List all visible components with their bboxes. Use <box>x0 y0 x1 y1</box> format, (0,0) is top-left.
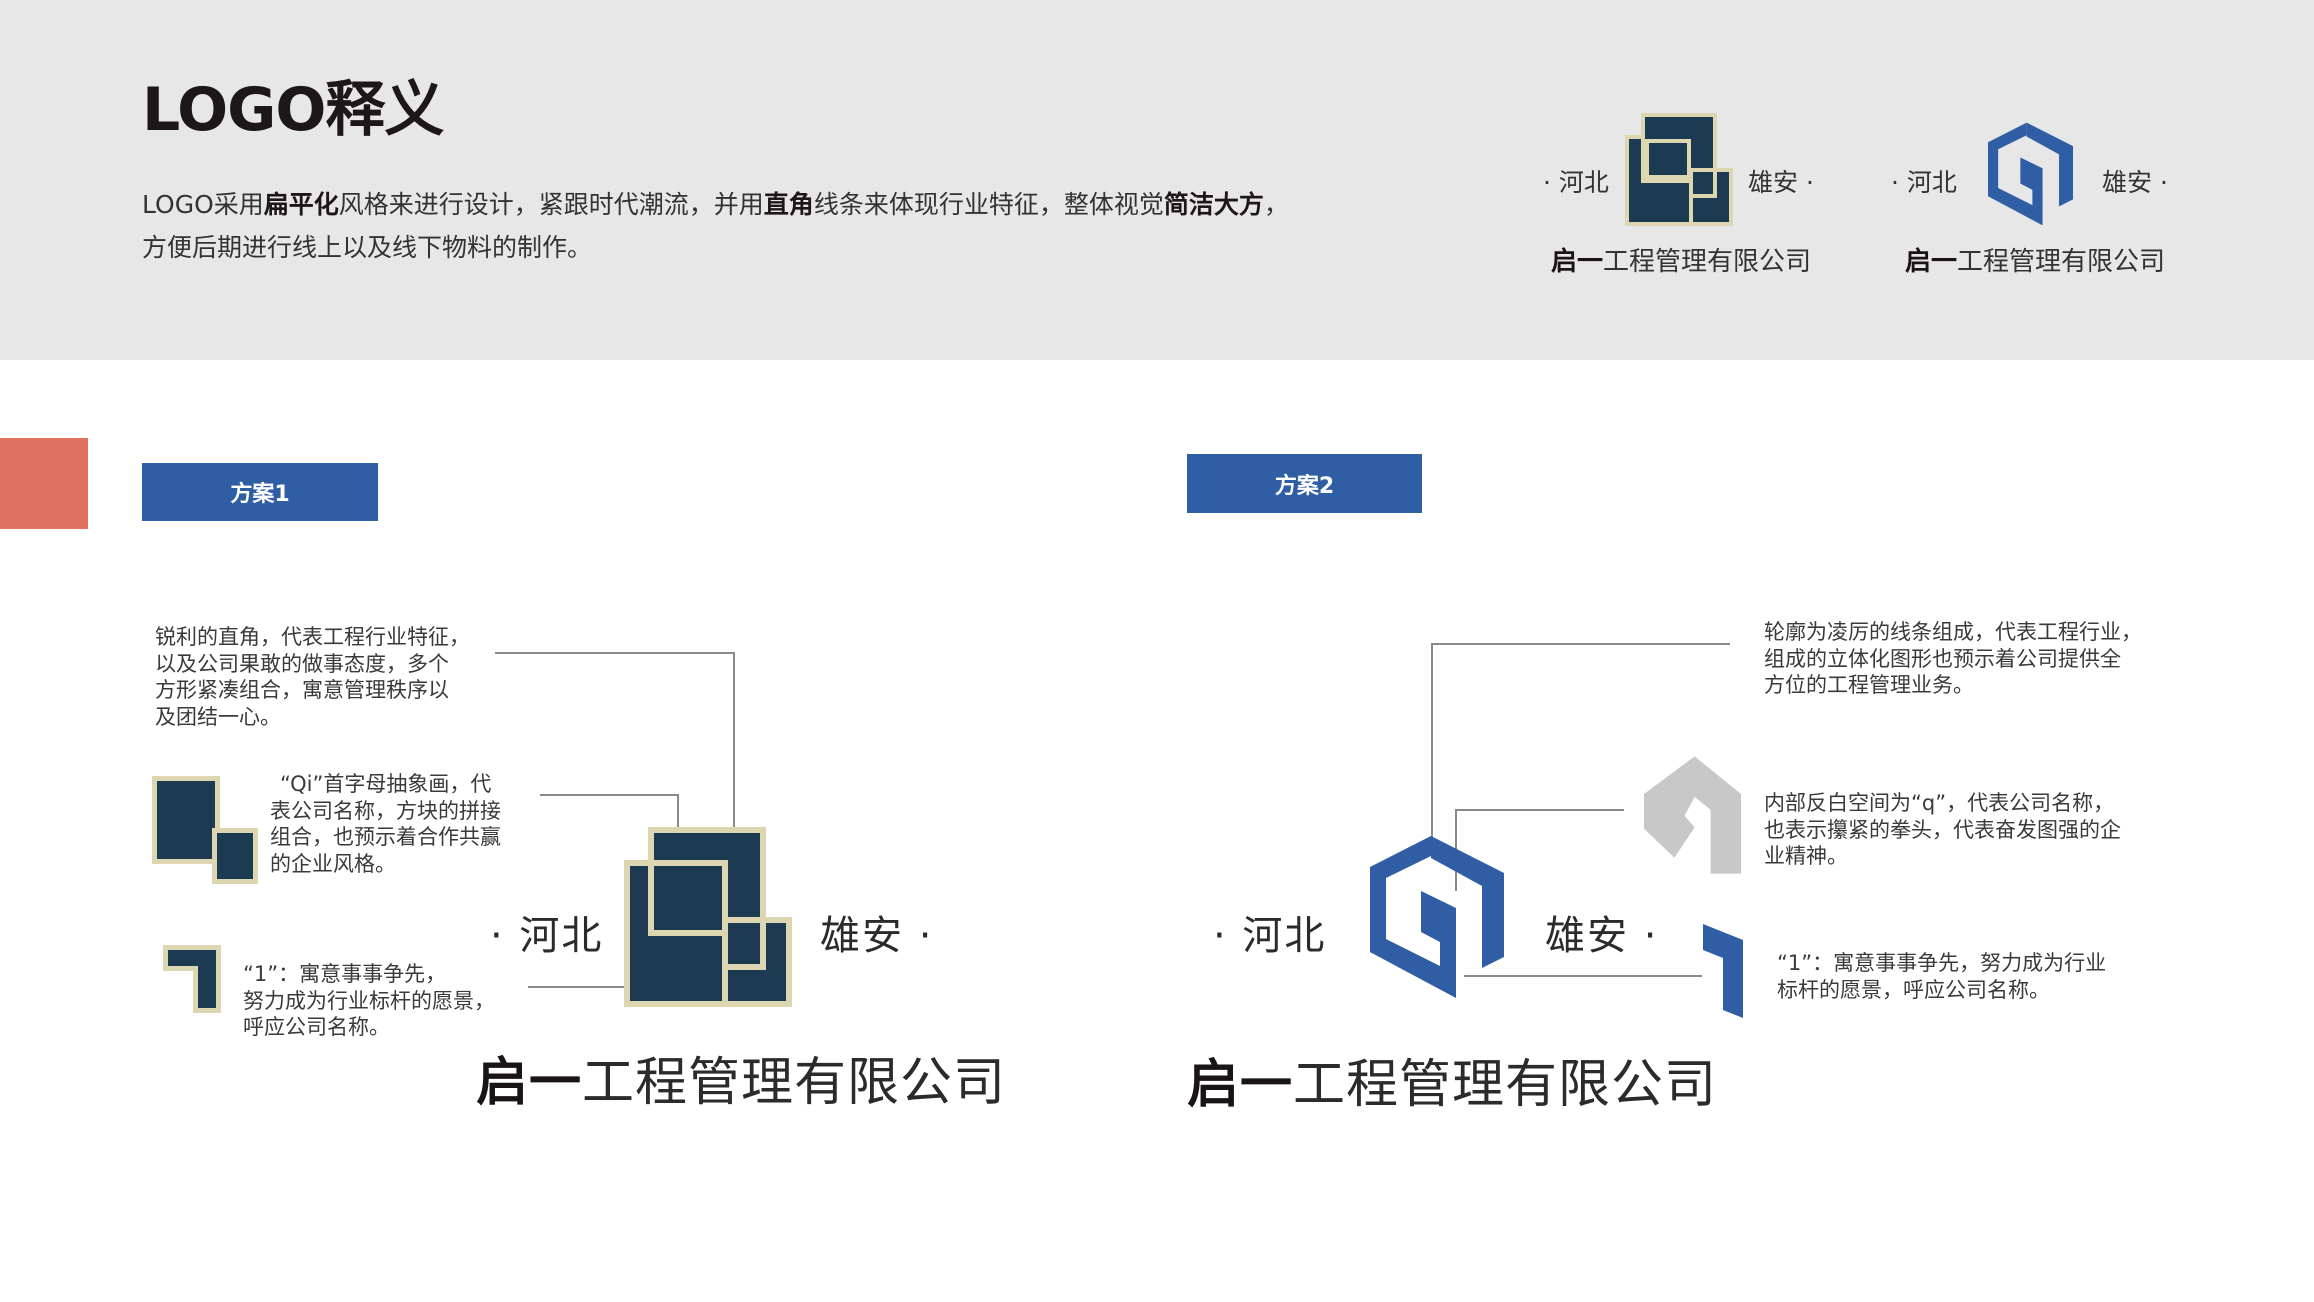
intro-emphasis: 扁平化 <box>263 190 339 219</box>
preview-company-name: 启一工程管理有限公司 <box>1905 241 2165 278</box>
scheme1-right-label: 雄安 · <box>820 913 934 959</box>
note-line: 业精神。 <box>1764 844 1848 868</box>
ghost-q-icon <box>1644 756 1741 874</box>
company-name-rest: 工程管理有限公司 <box>1957 247 2166 277</box>
leader-line <box>495 652 735 654</box>
company-name-rest: 工程管理有限公司 <box>582 1053 1007 1113</box>
header-band <box>0 0 2314 360</box>
scheme1-note-corners: 锐利的直角，代表工程行业特征， 以及公司果敢的做事态度，多个 方形紧凑组合，寓意… <box>155 624 495 730</box>
leader-line <box>1432 643 1730 645</box>
leader-line <box>677 794 679 830</box>
note-line: 内部反白空间为“q”，代表公司名称， <box>1764 791 2115 815</box>
preview-company-name: 启一工程管理有限公司 <box>1551 241 1811 278</box>
note-line: 及团结一心。 <box>155 704 281 729</box>
leader-line <box>1464 975 1702 977</box>
company-name-bold: 启一 <box>1187 1055 1294 1115</box>
scheme1-note-one: “1”：寓意事事争先， 努力成为行业标杆的愿景， 呼应公司名称。 <box>243 961 543 1041</box>
note-line: 组合，也预示着合作共赢 <box>270 825 501 849</box>
preview-left-label: · 河北 <box>1891 168 1957 197</box>
note-line: 也表示攥紧的拳头，代表奋发图强的企 <box>1764 817 2121 842</box>
preview-right-label: 雄安 · <box>1748 168 1814 197</box>
note-line: 轮廓为凌厉的线条组成，代表工程行业， <box>1764 620 2142 644</box>
preview-right-label: 雄安 · <box>2102 168 2168 197</box>
preview-left-label: · 河北 <box>1543 168 1609 197</box>
leader-line <box>1456 809 1624 811</box>
scheme2-note-q: 内部反白空间为“q”，代表公司名称， 也表示攥紧的拳头，代表奋发图强的企 业精神… <box>1764 790 2184 870</box>
note-line: 方位的工程管理业务。 <box>1764 673 1974 697</box>
note-line: 以及公司果敢的做事态度，多个 <box>155 651 449 676</box>
intro-text: 风格来进行设计，紧跟时代潮流，并用 <box>338 190 764 219</box>
company-name-rest: 工程管理有限公司 <box>1603 247 1812 277</box>
company-name-bold: 启一 <box>1551 247 1604 277</box>
leader-line <box>540 794 678 796</box>
scheme1-note-qi: “Qi”首字母抽象画，代 表公司名称，方块的拼接 组合，也预示着合作共赢 的企业… <box>270 771 530 877</box>
intro-emphasis: 简洁大方 <box>1163 190 1264 219</box>
scheme1-tag: 方案1 <box>142 463 378 521</box>
blue-one-icon <box>1703 924 1743 1018</box>
intro-text: ， <box>1263 190 1289 219</box>
hexagon-q-logo-icon <box>1370 836 1504 998</box>
intro-emphasis: 直角 <box>763 190 814 219</box>
leader-line <box>528 986 676 988</box>
squares-logo-icon <box>1625 113 1733 226</box>
page-title: LOGO释义 <box>142 75 444 145</box>
company-name-rest: 工程管理有限公司 <box>1293 1055 1718 1115</box>
hexagon-q-logo-icon <box>1988 122 2073 226</box>
note-line: 的企业风格。 <box>270 851 396 876</box>
scheme2-left-label: · 河北 <box>1213 913 1327 959</box>
note-line: 锐利的直角，代表工程行业特征， <box>155 625 470 649</box>
scheme1-left-label: · 河北 <box>490 913 604 959</box>
note-line: “1”：寓意事事争先， <box>243 962 447 986</box>
scheme2-note-one: “1”：寓意事事争先，努力成为行业 标杆的愿景，呼应公司名称。 <box>1777 950 2157 1003</box>
scheme1-company-name: 启一工程管理有限公司 <box>476 1040 1006 1115</box>
leader-line <box>1431 643 1433 855</box>
scheme2-company-name: 启一工程管理有限公司 <box>1187 1042 1717 1117</box>
squares-logo-icon <box>624 827 792 1007</box>
qi-squares-icon <box>152 776 258 884</box>
company-name-bold: 启一 <box>1905 247 1958 277</box>
note-line: 表公司名称，方块的拼接 <box>270 798 501 823</box>
one-corner-icon <box>163 945 221 1013</box>
leader-line <box>733 652 735 830</box>
intro-text: 方便后期进行线上以及线下物料的制作。 <box>142 233 593 262</box>
note-line: 呼应公司名称。 <box>243 1015 390 1039</box>
scheme2-note-outline: 轮廓为凌厉的线条组成，代表工程行业， 组成的立体化图形也预示着公司提供全 方位的… <box>1764 619 2184 699</box>
note-line: 组成的立体化图形也预示着公司提供全 <box>1764 646 2121 671</box>
note-line: 标杆的愿景，呼应公司名称。 <box>1777 977 2050 1002</box>
note-line: “Qi”首字母抽象画，代 <box>280 772 492 796</box>
note-line: “1”：寓意事事争先，努力成为行业 <box>1777 951 2107 975</box>
intro-text: 线条来体现行业特征，整体视觉 <box>813 190 1164 219</box>
accent-block <box>0 438 88 529</box>
scheme2-right-label: 雄安 · <box>1545 913 1659 959</box>
note-line: 努力成为行业标杆的愿景， <box>243 988 495 1013</box>
intro-text: LOGO采用 <box>142 190 264 219</box>
scheme2-tag: 方案2 <box>1187 454 1422 513</box>
company-name-bold: 启一 <box>476 1053 583 1113</box>
note-line: 方形紧凑组合，寓意管理秩序以 <box>155 678 449 702</box>
intro-paragraph: LOGO采用扁平化风格来进行设计，紧跟时代潮流，并用直角线条来体现行业特征，整体… <box>142 183 1402 269</box>
